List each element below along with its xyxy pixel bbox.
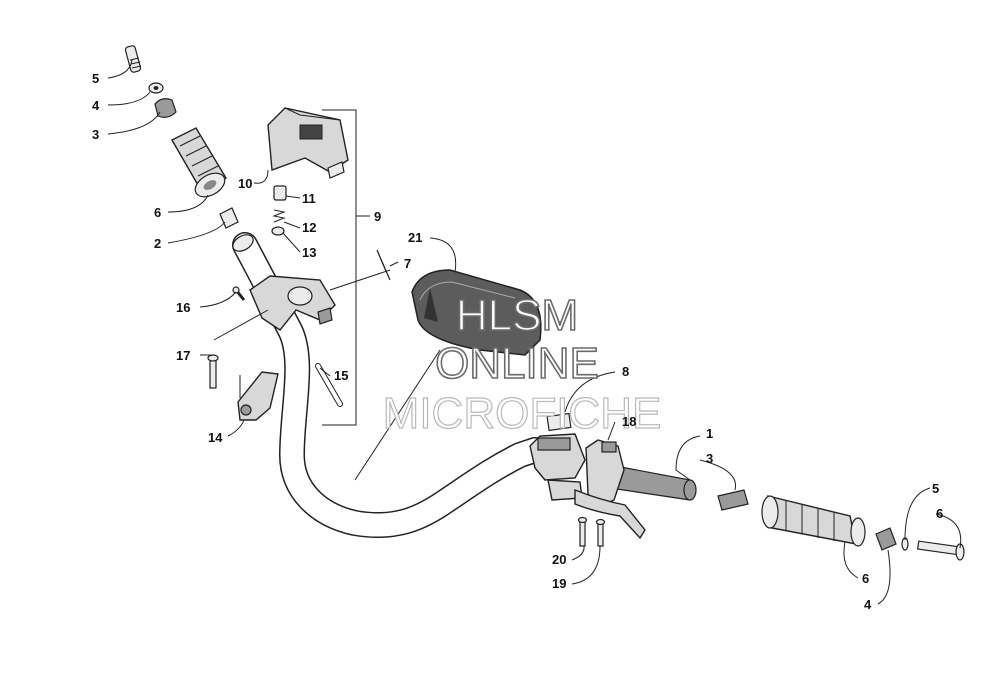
- insert-right: [717, 489, 749, 511]
- callout-11: 11: [302, 191, 316, 206]
- callout-7: 7: [404, 256, 411, 271]
- handlebar-pad: [411, 269, 542, 356]
- callout-21: 21: [408, 230, 422, 245]
- callout-20: 20: [552, 552, 566, 567]
- callout-6-left: 6: [154, 205, 161, 220]
- callout-5-right: 6: [936, 506, 943, 521]
- watermark-line-3: MICROFICHE: [383, 389, 662, 438]
- watermark: HLSM ONLINE MICROFICHE: [382, 290, 662, 438]
- callout-2-right: 3: [706, 451, 713, 466]
- brake-lever: [574, 488, 646, 540]
- callout-19: 19: [552, 576, 566, 591]
- screw-17: [207, 354, 219, 389]
- handlebar: [232, 232, 548, 539]
- callout-6-right: 6: [862, 571, 869, 586]
- callout-4-right: 5: [932, 481, 939, 496]
- screw-16: [232, 286, 246, 301]
- decal-7: [329, 249, 391, 291]
- clamp-14: [237, 371, 279, 421]
- watermark-line-1: HLSM: [456, 291, 578, 340]
- callout-10: 10: [238, 176, 252, 191]
- grip-left: [171, 127, 227, 198]
- screw-15: [315, 363, 343, 407]
- switch-button-11: [273, 185, 287, 201]
- washer-left: [148, 82, 164, 94]
- callout-5-left: 5: [92, 71, 99, 86]
- callout-9: 9: [374, 209, 381, 224]
- callout-12: 12: [302, 220, 316, 235]
- decal-8: [546, 412, 572, 432]
- spring-12: [272, 209, 286, 223]
- grip-right: [761, 495, 866, 547]
- callout-13: 13: [302, 245, 316, 260]
- group-9-bracket: [322, 109, 370, 426]
- end-screw-right: [916, 540, 965, 561]
- callout-3-left: 3: [92, 127, 99, 142]
- leader-lines: [107, 59, 962, 605]
- watermark-line-2: ONLINE: [435, 339, 599, 388]
- callout-4-left: 4: [92, 98, 100, 113]
- switch-cover: [267, 107, 349, 179]
- callout-16: 16: [176, 300, 190, 315]
- callout-17: 17: [176, 348, 190, 363]
- screw-19: [595, 518, 606, 547]
- callout-3-right: 4: [864, 597, 872, 612]
- end-cap-left: [154, 98, 177, 118]
- end-cap-right: [875, 527, 897, 551]
- callout-18: 18: [622, 414, 636, 429]
- washer-13: [271, 226, 285, 236]
- callout-2-left: 2: [154, 236, 161, 251]
- callout-15: 15: [334, 368, 348, 383]
- callout-labels: 5 4 3 6 2 10 11 12 13 9 7 21 16 17 15 14…: [92, 71, 943, 612]
- callout-1: 1: [706, 426, 713, 441]
- end-screw-left: [124, 45, 142, 73]
- screw-20: [577, 516, 588, 547]
- callout-8: 8: [622, 364, 629, 379]
- callout-14: 14: [208, 430, 223, 445]
- switch-housing-base: [249, 275, 336, 331]
